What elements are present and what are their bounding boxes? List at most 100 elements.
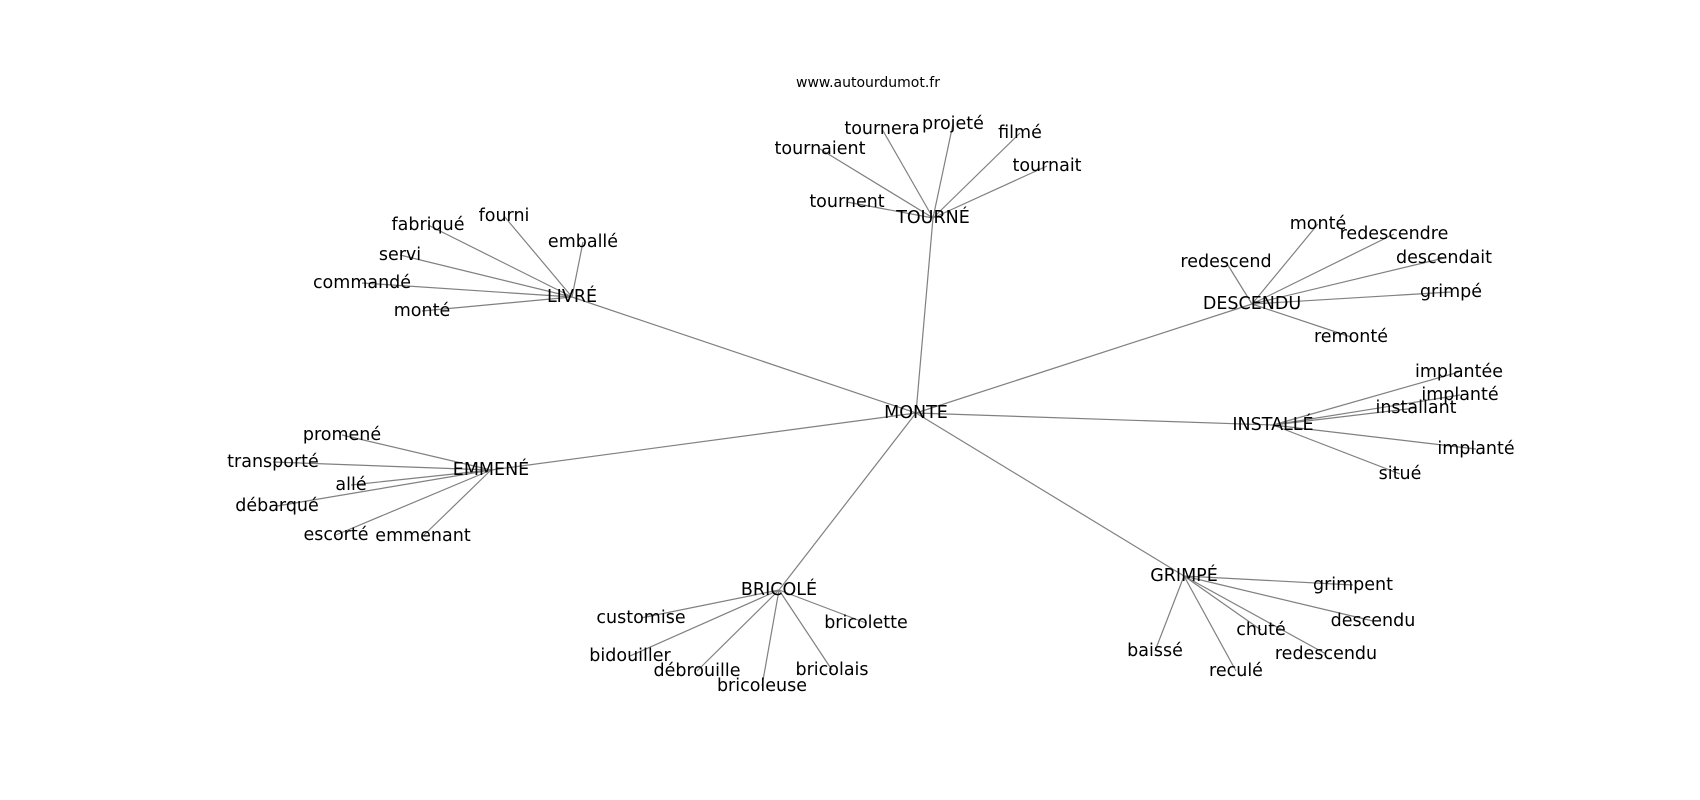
edge-livre-to-fourni <box>503 215 573 298</box>
node-installe: INSTALLÉ <box>1232 413 1313 435</box>
edge-tourne-to-tournaient <box>819 148 934 219</box>
leaf-grimpent: grimpent <box>1313 575 1393 595</box>
edge-bricole-to-bricolais <box>778 589 833 671</box>
leaf-situe: situé <box>1379 464 1422 484</box>
leaf-commande: commandé <box>313 273 411 293</box>
edge-livre-to-emballe <box>571 241 584 298</box>
leaf-escorte: escorté <box>303 525 368 545</box>
leaf-customise: customise <box>596 608 685 628</box>
edge-bricole-to-bidouiller <box>629 589 780 657</box>
leaf-debrouille: débrouille <box>654 661 741 681</box>
edge-installe-to-implante <box>1272 424 1477 450</box>
node-bricole: BRICOLÉ <box>741 578 817 600</box>
leaf-tournait: tournait <box>1012 156 1081 176</box>
leaf-baisse: baissé <box>1127 641 1183 661</box>
edge-center-to-installe <box>915 412 1274 426</box>
edge-livre-to-commande <box>361 282 573 298</box>
edge-bricole-to-bricoleuse <box>761 589 780 687</box>
leaf-redescendu: redescendu <box>1275 644 1377 664</box>
leaf-implantee: implantée <box>1415 362 1503 382</box>
edge-center-to-emmene <box>490 412 917 471</box>
leaf-tournera: tournera <box>844 119 919 139</box>
edge-tourne-to-filme <box>932 132 1021 219</box>
leaf-redescendre: redescendre <box>1340 224 1449 244</box>
leaf-alle: allé <box>335 475 366 495</box>
leaf-emballe: emballé <box>548 232 618 252</box>
leaf-promene: promené <box>303 425 381 445</box>
leaf-projete: projeté <box>922 114 984 134</box>
edge-livre-to-monte <box>421 296 573 312</box>
leaf-chute: chuté <box>1236 620 1285 640</box>
edge-tourne-to-projete <box>932 123 954 219</box>
leaf-installant: installant <box>1375 398 1456 418</box>
edge-center-to-tourne <box>915 217 934 414</box>
node-grimpe: GRIMPÉ <box>1150 564 1218 586</box>
edge-emmene-to-debarque <box>276 469 492 507</box>
leaf-fabrique: fabriqué <box>391 215 464 235</box>
edge-tourne-to-tournera <box>881 128 934 219</box>
edge-descendu-to-monte <box>1251 223 1319 305</box>
edge-grimpe-to-grimpent <box>1183 575 1354 586</box>
leaf-recule: reculé <box>1209 661 1263 681</box>
leaf-descendu: descendu <box>1331 611 1416 631</box>
edge-descendu-to-grimpe <box>1251 291 1452 305</box>
leaf-filme: filmé <box>998 123 1042 143</box>
edge-installe-to-situe <box>1272 424 1401 475</box>
leaf-bricoleuse: bricoleuse <box>717 676 807 696</box>
edge-tourne-to-tournait <box>932 165 1048 219</box>
leaf-descendait: descendait <box>1396 248 1492 268</box>
leaf-implante: implanté <box>1437 439 1514 459</box>
edge-livre-to-servi <box>399 254 573 298</box>
node-emmene: EMMENÉ <box>453 458 529 480</box>
edge-livre-to-fabrique <box>427 224 573 298</box>
edge-descendu-to-redescend <box>1225 261 1253 305</box>
leaf-bricolette: bricolette <box>824 613 908 633</box>
node-descendu: DESCENDU <box>1203 294 1301 314</box>
edge-emmene-to-promene <box>341 434 492 471</box>
edge-center-to-livre <box>571 296 917 414</box>
site-url: www.autourdumot.fr <box>796 75 940 91</box>
edge-grimpe-to-descendu <box>1183 575 1374 622</box>
edge-tourne-to-tournent <box>846 201 934 219</box>
leaf-implante: implanté <box>1421 385 1498 405</box>
leaf-debarque: débarqué <box>235 496 319 516</box>
leaf-redescend: redescend <box>1180 252 1271 272</box>
edge-emmene-to-alle <box>350 469 492 486</box>
center-word: MONTE <box>884 403 948 423</box>
leaf-bidouiller: bidouiller <box>589 646 671 666</box>
leaf-monte: monté <box>394 301 450 321</box>
edge-emmene-to-transporte <box>272 461 492 471</box>
edge-emmene-to-emmenant <box>422 469 492 537</box>
leaf-bricolais: bricolais <box>795 660 868 680</box>
node-tourne: TOURNÉ <box>895 206 970 228</box>
edge-bricole-to-customise <box>640 589 780 619</box>
edge-center-to-descendu <box>915 303 1253 414</box>
leaf-remonte: remonté <box>1314 327 1388 347</box>
edge-bricole-to-debrouille <box>696 589 780 672</box>
leaf-tournent: tournent <box>809 192 884 212</box>
edge-center-to-grimpe <box>915 412 1185 577</box>
leaf-monte: monté <box>1290 214 1346 234</box>
edge-center-to-bricole <box>778 412 917 591</box>
node-livre: LIVRÉ <box>547 285 597 307</box>
edge-installe-to-implantee <box>1272 371 1460 426</box>
leaf-grimpe: grimpé <box>1420 282 1482 302</box>
leaf-emmenant: emmenant <box>375 526 471 546</box>
edge-bricole-to-bricolette <box>778 589 867 624</box>
edge-grimpe-to-chute <box>1183 575 1262 631</box>
edge-descendu-to-remonte <box>1251 303 1352 338</box>
edges <box>272 123 1477 687</box>
edge-installe-to-implante <box>1272 394 1461 426</box>
edge-grimpe-to-baisse <box>1154 575 1185 652</box>
edge-grimpe-to-redescendu <box>1183 575 1327 655</box>
leaf-servi: servi <box>379 245 421 265</box>
edge-descendu-to-descendait <box>1251 257 1445 305</box>
edge-descendu-to-redescendre <box>1251 233 1395 305</box>
leaf-transporte: transporté <box>227 452 319 472</box>
edge-grimpe-to-recule <box>1183 575 1237 672</box>
leaf-fourni: fourni <box>479 206 530 226</box>
edge-installe-to-installant <box>1272 407 1417 426</box>
edge-emmene-to-escorte <box>335 469 492 536</box>
